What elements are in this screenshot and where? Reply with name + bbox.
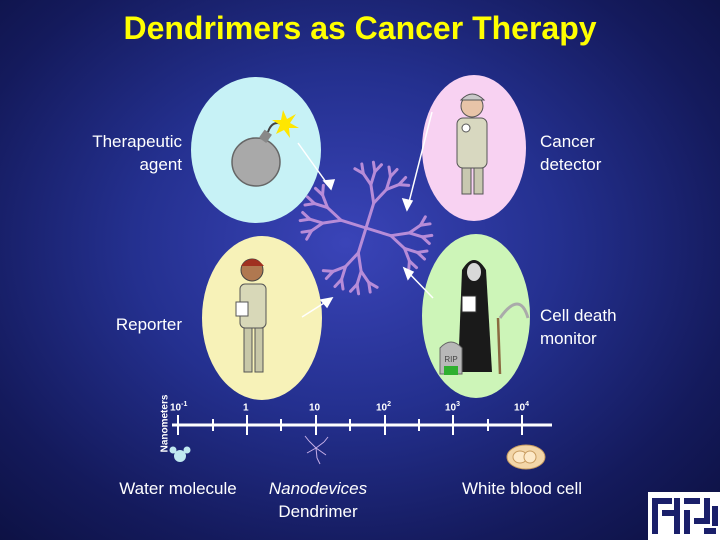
- label-dendrimer: Dendrimer: [278, 502, 358, 521]
- tick-label: 1: [243, 402, 249, 414]
- scale-axis-title: Nanometers: [159, 394, 171, 453]
- tick-label: 104: [514, 401, 530, 414]
- institution-logo: [648, 492, 720, 540]
- dendrimer-small-icon: [304, 435, 329, 465]
- label-reporter: Reporter: [115, 315, 182, 334]
- reporter-icon: [235, 258, 267, 373]
- tick-label: 10: [309, 402, 321, 414]
- label-water-molecule: Water molecule: [119, 479, 237, 498]
- label-cell-death-monitor: Cell death monitor: [540, 306, 617, 348]
- scale-bar: [172, 415, 552, 435]
- label-therapeutic-agent: Therapeutic agent: [92, 132, 182, 174]
- tick-label: 102: [376, 401, 392, 414]
- connector-arrows: [297, 111, 434, 318]
- slide-title: Dendrimers as Cancer Therapy: [123, 10, 597, 46]
- tick-label: 103: [445, 401, 461, 414]
- label-white-blood-cell: White blood cell: [462, 479, 583, 498]
- white-blood-cell-icon: [506, 444, 546, 470]
- label-nanodevices-dendrimer: Nanodevices Dendrimer: [250, 477, 386, 523]
- water-molecule-icon: [169, 446, 191, 462]
- tick-label: 10-1: [170, 401, 188, 414]
- label-cancer-detector: Cancer detector: [540, 132, 602, 174]
- doctor-icon: [456, 93, 488, 195]
- label-nanodevices: Nanodevices: [268, 479, 368, 498]
- dendrimer-molecule: [298, 160, 434, 296]
- bomb-icon: [231, 110, 299, 187]
- tombstone-icon: RIP: [439, 341, 463, 375]
- grim-reaper-icon: [458, 260, 530, 375]
- svg-text:RIP: RIP: [444, 355, 457, 364]
